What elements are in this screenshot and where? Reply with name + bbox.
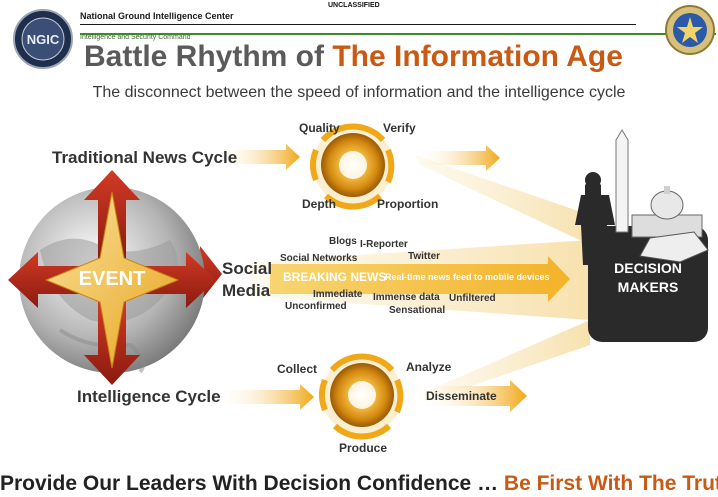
cycle-verify: Verify: [383, 121, 416, 135]
traditional-arrow-out: [415, 145, 500, 171]
term-unconfirmed: Unconfirmed: [285, 301, 347, 312]
title-part2: The Information Age: [332, 40, 623, 73]
top-beam: [415, 155, 590, 245]
term-breaking-news: BREAKING NEWS: [283, 270, 387, 284]
term-sensational: Sensational: [389, 305, 446, 316]
intelligence-cycle-swirl: [319, 353, 404, 440]
traditional-cycle-swirl: [310, 123, 395, 210]
social-label-line2: Media: [222, 281, 271, 300]
social-media-label: Social Media: [222, 258, 272, 302]
term-realtime-feed: Real-time news feed to mobile devices: [385, 272, 550, 282]
cycle-disseminate: Disseminate: [426, 389, 497, 403]
event-star: [44, 191, 180, 369]
footer-part1: Provide Our Leaders With Decision Confid…: [0, 472, 504, 495]
term-twitter: Twitter: [408, 251, 441, 262]
disseminate-arrow: [418, 380, 527, 412]
term-social-networks: Social Networks: [280, 253, 358, 264]
intelligence-arrow-in: [215, 384, 314, 410]
parent-org: Intelligence and Security Command: [80, 34, 191, 41]
term-immense-data: Immense data: [373, 292, 440, 303]
term-ireporter: I-Reporter: [360, 239, 408, 250]
org-name: National Ground Intelligence Center: [80, 11, 234, 21]
footer-part2: Be First With The Truth: [503, 472, 718, 495]
cycle-produce: Produce: [339, 441, 388, 455]
cycle-analyze: Analyze: [406, 360, 452, 374]
header-green-rule: [80, 33, 716, 35]
traditional-news-label: Traditional News Cycle: [52, 148, 238, 167]
term-blogs: Blogs: [329, 236, 357, 247]
intelligence-cycle-label: Intelligence Cycle: [77, 387, 221, 406]
decision-makers-panel: [575, 129, 709, 342]
ngic-logo: NGIC: [13, 9, 73, 69]
page-title: Battle Rhythm of The Information Age: [84, 40, 623, 74]
event-label: EVENT: [78, 268, 146, 290]
traditional-arrow-in: [215, 144, 300, 170]
logo-text: NGIC: [27, 32, 60, 47]
social-media-arrow: [270, 256, 570, 302]
classification-banner: UNCLASSIFIED: [328, 2, 380, 9]
term-immediate: Immediate: [313, 289, 363, 300]
decision-makers-label: DECISION MAKERS: [588, 259, 708, 297]
title-part1: Battle Rhythm of: [84, 40, 333, 73]
cycle-proportion: Proportion: [377, 197, 439, 211]
cycle-depth: Depth: [302, 197, 336, 211]
social-label-line1: Social: [222, 259, 273, 278]
bottom-beam: [425, 320, 590, 402]
cycle-collect: Collect: [277, 362, 318, 376]
header-bar: [80, 24, 636, 25]
decision-makers-line2: MAKERS: [617, 279, 679, 295]
subtitle: The disconnect between the speed of info…: [92, 84, 626, 101]
footer-tagline: Provide Our Leaders With Decision Confid…: [0, 472, 718, 496]
term-unfiltered: Unfiltered: [449, 293, 496, 304]
cycle-quality: Quality: [299, 121, 340, 135]
decision-makers-line1: DECISION: [614, 260, 682, 276]
insocom-seal: [665, 5, 715, 55]
